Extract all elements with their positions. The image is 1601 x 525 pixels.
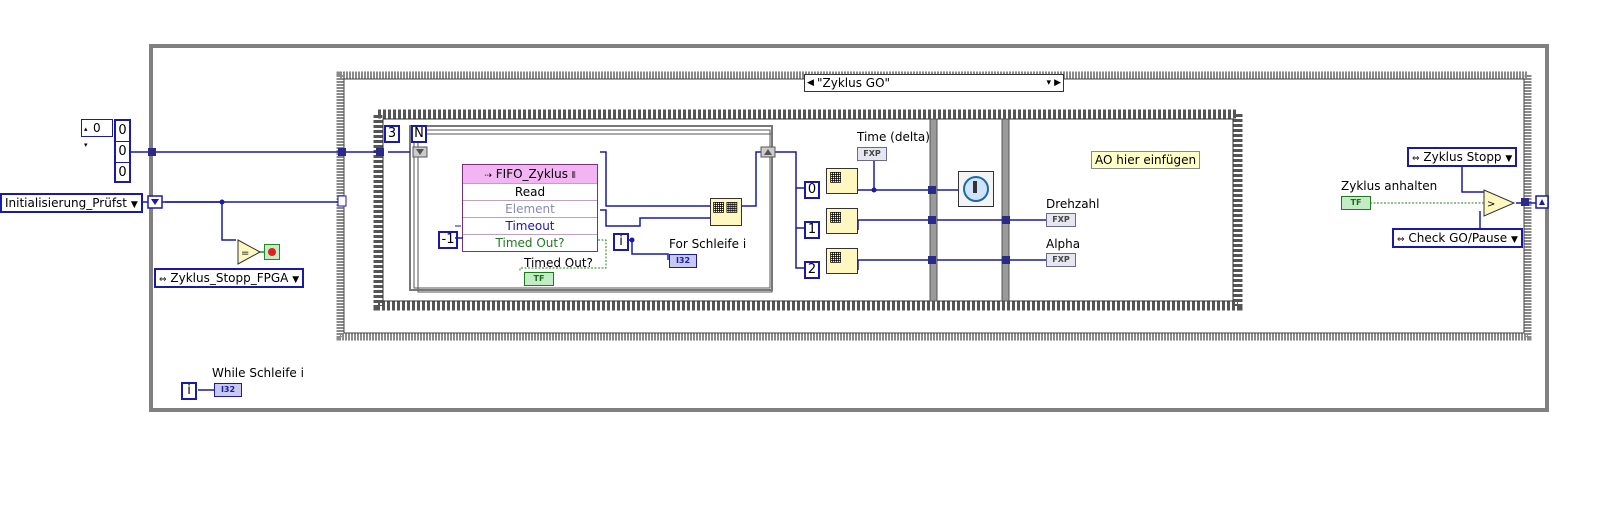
fifo-timeout: Timeout — [463, 217, 597, 234]
while-loop-iteration-terminal: i — [181, 382, 197, 400]
array-constant[interactable]: ▴▾ 0 0 0 0 — [81, 119, 131, 183]
dropdown-arrow-icon: ▼ — [292, 275, 300, 285]
fifo-buffer-icon: ⫴ — [571, 171, 576, 181]
index-array-node[interactable]: ▦ — [826, 168, 858, 194]
case-increment-icon[interactable]: ▶ — [1054, 78, 1061, 88]
case-decrement-icon[interactable]: ◀ — [807, 78, 814, 88]
alpha-indicator[interactable]: FXP — [1046, 253, 1076, 267]
while-loop-frame — [149, 44, 1549, 412]
dropdown-arrow-icon: ▼ — [1505, 154, 1513, 164]
for-loop-frame — [409, 125, 773, 293]
enum-marker-icon: ⇔ — [1412, 154, 1420, 164]
build-array-node[interactable]: ▦▦ — [710, 198, 742, 226]
array-grid-icon: ▦ — [829, 169, 843, 185]
fifo-timed-out: Timed Out? — [463, 234, 597, 251]
time-delta-label: Time (delta) — [857, 130, 930, 144]
array-index[interactable]: ▴▾ 0 — [81, 119, 113, 149]
zyklus-anhalten-control[interactable]: TF — [1341, 196, 1371, 210]
enum-marker-icon: ⇔ — [1397, 235, 1405, 245]
array-element: 0 — [116, 142, 129, 163]
fifo-arrow-icon: ⇢ — [484, 171, 492, 181]
fifo-element: Element — [463, 200, 597, 217]
and-node — [1483, 189, 1516, 217]
stop-terminal[interactable] — [264, 244, 280, 260]
fifo-read-node[interactable]: ⇢ FIFO_Zyklus ⫴ Read Element Timeout Tim… — [462, 164, 598, 252]
index-array-node[interactable]: ▦ — [826, 248, 858, 274]
for-schleife-i-label: For Schleife i — [669, 237, 747, 251]
timed-out-indicator[interactable]: TF — [524, 272, 554, 286]
index-constant[interactable]: 2 — [804, 261, 820, 279]
fifo-header: ⇢ FIFO_Zyklus ⫴ — [463, 165, 597, 183]
array-grid-icon: ▦▦ — [712, 199, 739, 215]
array-grid-icon: ▦ — [829, 249, 843, 265]
wait-timer-icon[interactable] — [958, 171, 994, 207]
while-schleife-i-indicator[interactable]: I32 — [214, 383, 242, 397]
case-selector[interactable]: ◀ "Zyklus GO" ▾ ▶ — [804, 74, 1064, 92]
loop-count-constant[interactable]: 3 — [384, 125, 400, 143]
drehzahl-label: Drehzahl — [1046, 197, 1100, 211]
timed-out-label: Timed Out? — [524, 256, 593, 270]
index-constant[interactable]: 0 — [804, 181, 820, 199]
dropdown-arrow-icon: ▼ — [1511, 235, 1518, 245]
index-constant[interactable]: 1 — [804, 221, 820, 239]
array-element: 0 — [116, 121, 129, 142]
index-array-node[interactable]: ▦ — [826, 208, 858, 234]
equal-node — [237, 239, 262, 265]
comment-label: AO hier einfügen — [1091, 151, 1201, 169]
check-go-pause-enum[interactable]: ⇔ Check GO/Pause ▼ — [1392, 228, 1523, 248]
while-schleife-i-label: While Schleife i — [212, 366, 304, 380]
svg-text:=: = — [241, 248, 249, 259]
drehzahl-indicator[interactable]: FXP — [1046, 213, 1076, 227]
flat-sequence — [373, 109, 1243, 311]
dropdown-arrow-icon: ▼ — [130, 200, 138, 210]
alpha-label: Alpha — [1046, 237, 1081, 251]
for-loop-iteration-terminal: i — [613, 233, 629, 251]
svg-text:>: > — [1487, 199, 1495, 210]
array-grid-icon: ▦ — [829, 209, 843, 225]
init-enum-constant[interactable]: Initialisierung_Prüfst ▼ — [0, 193, 143, 213]
zyklus-stopp-fpga-enum[interactable]: ⇔ Zyklus_Stopp_FPGA ▼ — [154, 268, 305, 288]
array-element: 0 — [118, 165, 127, 180]
zyklus-stopp-enum[interactable]: ⇔ Zyklus Stopp ▼ — [1407, 147, 1518, 167]
for-schleife-i-indicator[interactable]: I32 — [669, 254, 697, 268]
loop-count-terminal[interactable]: N — [411, 125, 427, 143]
enum-marker-icon: ⇔ — [159, 275, 167, 285]
case-dropdown-icon[interactable]: ▾ — [1046, 78, 1051, 88]
stop-icon — [268, 248, 276, 256]
case-selector-label: "Zyklus GO" — [817, 76, 891, 90]
zyklus-anhalten-label: Zyklus anhalten — [1341, 179, 1438, 193]
fifo-method-read: Read — [463, 183, 597, 200]
index-stepper-icon[interactable]: ▴▾ — [84, 125, 88, 149]
timeout-constant[interactable]: -1 — [438, 231, 458, 249]
time-delta-indicator[interactable]: FXP — [857, 147, 887, 161]
